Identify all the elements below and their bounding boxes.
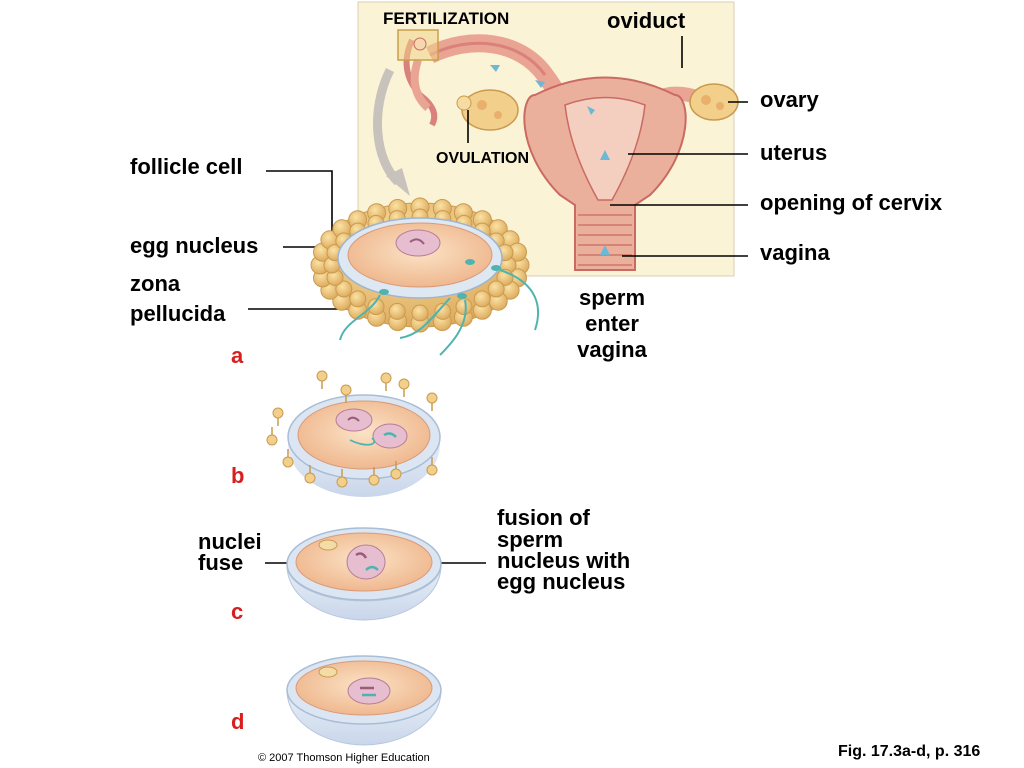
sperm-icon [390,468,402,480]
ovulation-label: OVULATION [436,150,530,167]
follicle-cell [335,280,353,298]
follicle-cell [411,304,429,322]
sperm-icon [340,384,352,396]
follicle-cell [388,302,406,320]
follicle-cell [455,298,473,316]
sperm-icon [272,407,284,419]
follicle-cell [473,290,491,308]
zona-label: zona [130,271,181,296]
nucleus-with-label: nucleus with [497,548,631,573]
follicle-cell [434,302,452,320]
opening-of-cervix-label: opening of cervix [760,190,943,215]
sperm-icon [426,392,438,404]
fusion-sperm-label: sperm [497,527,564,552]
sperm-label: sperm [578,285,646,310]
enter-label: enter [585,311,639,336]
figure-reference: Fig. 17.3a-d, p. 316 [838,743,981,760]
egg-nucleus-label: egg nucleus [130,233,259,258]
step-d-zygote [286,655,442,746]
nuclei-label: nuclei [198,529,262,554]
follicle-cell-label: follicle cell [130,154,243,179]
sperm-icon [266,434,278,446]
follicle-cell [367,298,385,316]
sperm-icon [426,464,438,476]
step-c-nuclei-fuse [286,527,442,621]
step-b-sperm-penetration [266,370,441,497]
fuse-label: fuse [198,550,244,575]
pellucida-label: pellucida [130,301,226,326]
step-a-letter: a [231,343,244,368]
sperm-icon [282,456,294,468]
right-ovary [689,83,739,121]
copyright-footer: © 2007 Thomson Higher Education [258,752,430,764]
left-ovary [456,89,519,131]
step-c-letter: c [231,599,244,624]
uterus-label: uterus [760,140,828,165]
step-d-letter: d [231,709,245,734]
fertilization-label: FERTILIZATION [383,9,510,28]
step-a-egg-follicle [310,197,540,356]
sperm-icon [380,372,392,384]
ovary-label: ovary [760,87,819,112]
follicle-cell [349,290,367,308]
sperm-icon [316,370,328,382]
fusion-egg-nucleus-label: egg nucleus [497,569,626,594]
vagina-enter-label: vagina [577,337,647,362]
sperm-icon [336,476,348,488]
follicle-cell [487,280,505,298]
oviduct-label: oviduct [607,8,686,33]
sperm-icon [368,474,380,486]
sperm-icon [304,472,316,484]
sperm-icon [398,378,410,390]
step-b-letter: b [231,463,245,488]
fusion-of-label: fusion of [497,505,590,530]
vagina-label: vagina [760,240,830,265]
